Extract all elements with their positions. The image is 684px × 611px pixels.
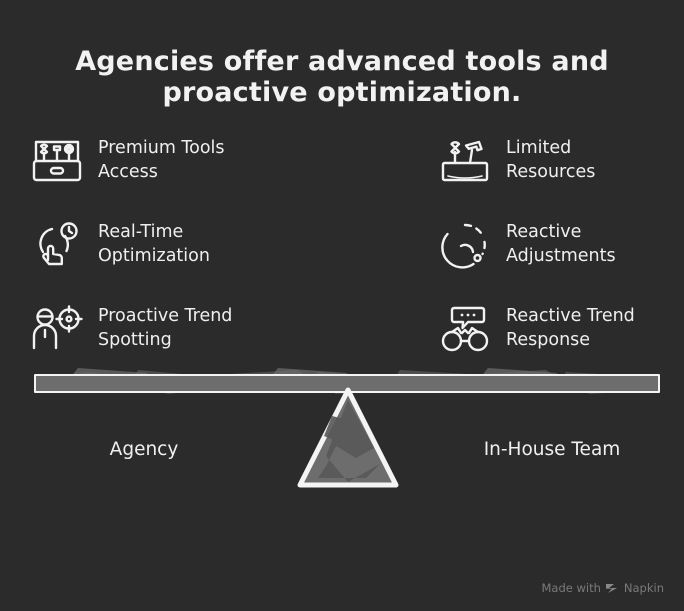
feature-reactive-trend-response: Reactive Trend Response <box>436 300 684 384</box>
person-target-icon <box>28 302 86 356</box>
feature-reactive-adjustments: Reactive Adjustments <box>436 216 684 300</box>
side-label-in-house-team: In-House Team <box>483 439 621 460</box>
dashed-refresh-icon <box>436 218 494 272</box>
left-feature-column: Premium Tools Access Real-Time Optimizat… <box>28 132 328 384</box>
toolbox-hammer-icon <box>436 134 494 188</box>
feature-label: Limited Resources <box>506 138 596 182</box>
feature-label: Premium Tools Access <box>98 138 225 182</box>
feature-real-time-optimization: Real-Time Optimization <box>28 216 328 300</box>
feature-proactive-trend-spotting: Proactive Trend Spotting <box>28 300 328 384</box>
page-title-line-1: Agencies offer advanced tools and <box>75 46 609 77</box>
napkin-watermark: Made with Napkin <box>542 581 665 595</box>
toolbox-icon <box>28 134 86 188</box>
watermark-brand: Napkin <box>623 581 664 595</box>
feature-label: Reactive Adjustments <box>506 222 616 266</box>
right-feature-column: Limited Resources Reactive Adjustments <box>436 132 684 384</box>
side-label-agency: Agency <box>109 439 179 460</box>
binoculars-speech-icon <box>436 302 494 356</box>
hand-clock-icon <box>28 218 86 272</box>
feature-label: Proactive Trend Spotting <box>98 306 233 350</box>
feature-label: Reactive Trend Response <box>506 306 635 350</box>
feature-label: Real-Time Optimization <box>98 222 210 266</box>
page-title-line-2: proactive optimization. <box>162 77 522 108</box>
napkin-chevron-logo-icon <box>605 583 617 593</box>
fulcrum-triangle <box>297 387 399 488</box>
feature-premium-tools-access: Premium Tools Access <box>28 132 328 216</box>
watermark-text: Made with <box>541 581 601 595</box>
page-title: Agencies offer advanced tools and proact… <box>62 46 622 108</box>
feature-limited-resources: Limited Resources <box>436 132 684 216</box>
